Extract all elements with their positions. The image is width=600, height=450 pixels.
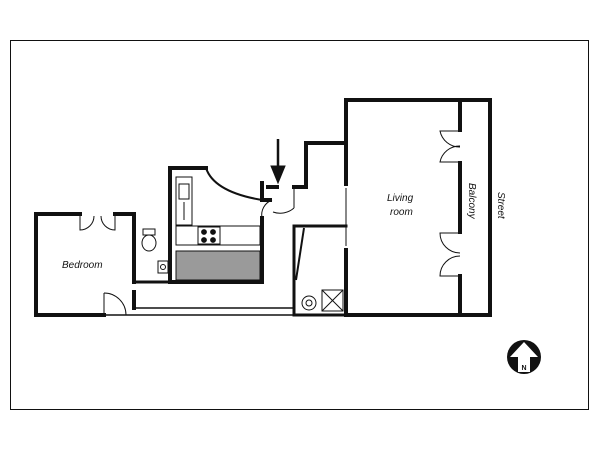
kitchen-counter	[175, 176, 261, 281]
compass-label: N	[521, 365, 526, 372]
street-label: Street	[495, 192, 506, 220]
sink-icon	[157, 260, 169, 274]
room-label-balcony: Balcony	[466, 183, 477, 220]
room-label-living: Living	[387, 193, 414, 204]
living-room-walls	[344, 98, 492, 317]
kitchen-curved-wall	[205, 167, 263, 201]
kitchen-walls	[168, 166, 264, 284]
entry-door	[261, 187, 295, 219]
bedroom-wardrobe-doors	[79, 214, 116, 231]
plan-frame	[10, 40, 589, 410]
bedroom-door	[103, 292, 127, 316]
closet-curve	[295, 227, 305, 281]
entry-walls	[260, 181, 308, 230]
hallway	[106, 307, 294, 316]
closet-walls	[292, 224, 348, 317]
bedroom-walls	[34, 212, 136, 317]
shower-icon	[321, 289, 344, 312]
stove-icon	[197, 226, 221, 245]
room-label-bedroom: Bedroom	[62, 260, 103, 271]
entrance-arrow-icon	[270, 139, 286, 185]
stair-wall	[304, 98, 348, 189]
balcony-french-doors	[439, 130, 461, 277]
north-compass-icon: N	[507, 340, 541, 374]
toilet-icon	[141, 228, 157, 252]
water-heater-icon	[301, 295, 317, 311]
room-label-living-2: room	[390, 207, 413, 218]
